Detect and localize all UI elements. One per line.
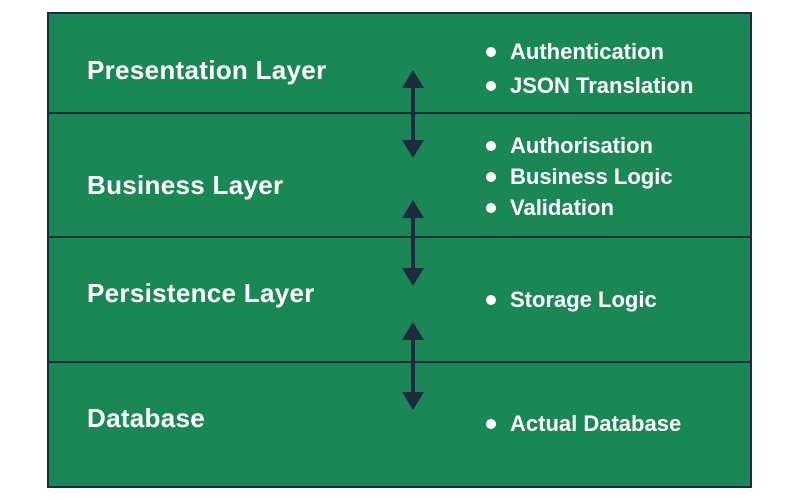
layer-title-presentation: Presentation Layer — [87, 55, 327, 85]
layer-divider — [49, 112, 750, 114]
list-item: Actual Database — [486, 408, 681, 439]
bullet-icon — [486, 172, 496, 182]
list-item: Validation — [486, 192, 673, 223]
bullet-icon — [486, 141, 496, 151]
feature-label: Storage Logic — [510, 287, 657, 312]
list-item: Authorisation — [486, 130, 673, 161]
bullet-icon — [486, 81, 496, 91]
feature-label: JSON Translation — [510, 73, 694, 98]
layer-stack: Presentation Layer Authentication JSON T… — [47, 12, 752, 488]
feature-label: Authorisation — [510, 133, 653, 158]
feature-label: Validation — [510, 195, 614, 220]
double-arrow-icon — [402, 322, 424, 410]
feature-list-database: Actual Database — [486, 408, 681, 439]
feature-list-persistence: Storage Logic — [486, 284, 657, 315]
list-item: JSON Translation — [486, 70, 693, 101]
bullet-icon — [486, 419, 496, 429]
feature-label: Actual Database — [510, 411, 682, 436]
double-arrow-icon — [402, 70, 424, 158]
layer-title-business: Business Layer — [87, 170, 284, 200]
layer-divider — [49, 361, 750, 363]
layer-title-persistence: Persistence Layer — [87, 278, 315, 308]
bullet-icon — [486, 203, 496, 213]
layer-title-database: Database — [87, 403, 206, 433]
layer-divider — [49, 236, 750, 238]
bullet-icon — [486, 295, 496, 305]
feature-label: Authentication — [510, 39, 664, 64]
double-arrow-icon — [402, 200, 424, 286]
bullet-icon — [486, 47, 496, 57]
feature-list-presentation: Authentication JSON Translation — [486, 36, 693, 101]
feature-label: Business Logic — [510, 164, 673, 189]
list-item: Business Logic — [486, 161, 673, 192]
feature-list-business: Authorisation Business Logic Validation — [486, 130, 673, 223]
list-item: Storage Logic — [486, 284, 657, 315]
list-item: Authentication — [486, 36, 693, 67]
